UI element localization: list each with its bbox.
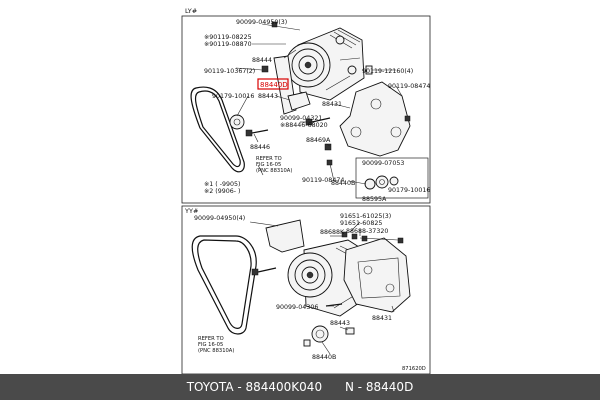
label-90099-04321: 90099-04321 <box>280 115 322 122</box>
legend-line-2: ※2 (9906- ) <box>204 188 241 195</box>
label-90119-08225: ※90119-08225 <box>204 34 252 41</box>
label-88444: 88444 <box>252 57 272 64</box>
label-90119-08474-b: 90119-08474 <box>302 177 344 184</box>
top-section-frame <box>181 15 431 204</box>
catalog-code: 871620D <box>402 366 426 372</box>
label-88440b-top: 88440B <box>331 180 355 187</box>
leader-lines-bottom <box>249 221 399 355</box>
refer-to-bottom-3: (PNC 88310A) <box>198 348 234 354</box>
refer-to-bottom-1: REFER TO <box>198 336 224 342</box>
label-90099-04950-3: 90099-04950(3) <box>236 19 287 26</box>
drive-belt-top <box>190 86 245 173</box>
label-90119-12160: 90119-12160(4) <box>362 68 413 75</box>
label-91651-61025: 91651-61025(3) <box>340 213 391 220</box>
caption-bar: TOYOTA - 884400K040 N - 88440D <box>0 374 600 400</box>
refer-to-top-3: (PNC 88310A) <box>256 168 292 174</box>
label-90119-08474-a: 90119-08474 <box>388 83 430 90</box>
bracket-plate-bottom <box>265 219 305 253</box>
label-88443-top: 88443 <box>258 93 278 100</box>
section-tag-bottom: YY# <box>184 207 198 215</box>
label-90119-08870: ※90119-08870 <box>204 41 252 48</box>
label-90099-04306: 90099-04306 <box>276 304 318 311</box>
label-88440d: 88440D <box>260 81 288 89</box>
label-90179-10016-b: 90179-10016 <box>388 187 430 194</box>
refer-to-top-1: REFER TO <box>256 156 282 162</box>
label-88595a: 88595A <box>362 196 387 203</box>
bracket-88431-bottom <box>343 237 411 313</box>
label-88469a: 88469A <box>306 137 331 144</box>
caption-text: TOYOTA - 884400K040 N - 88440D <box>186 380 414 394</box>
refer-to-bottom-2: FIG 16-05 <box>198 342 223 348</box>
drive-belt-bottom <box>191 235 257 335</box>
label-90099-04950-4: 90099-04950(4) <box>194 215 245 222</box>
label-88446-68020: ※88446-68020 <box>280 122 328 129</box>
refer-to-top-2: FIG 16-05 <box>256 162 281 168</box>
label-88446: 88446 <box>250 144 270 151</box>
compressor-top <box>285 27 365 101</box>
leader-lines-top <box>235 23 403 185</box>
tensioner-arm-top <box>261 55 311 115</box>
legend-line-1: ※1 ( -9905) <box>204 181 241 188</box>
label-88688k: 88688K <box>320 229 345 236</box>
idler-pulley-top <box>229 114 245 130</box>
label-91651-60825: 91651-60825 <box>340 220 382 227</box>
section-tag-top: LY# <box>185 7 197 15</box>
label-88431-bottom: 88431 <box>372 315 392 322</box>
pulley-88440b-bottom <box>303 325 355 347</box>
label-88443-bottom: 88443 <box>330 320 350 327</box>
label-88688-37320: 88688-37320 <box>346 228 388 235</box>
label-90119-10367: 90119-10367(2) <box>204 68 255 75</box>
highlight-box-88440d <box>257 78 289 90</box>
label-88431-top: 88431 <box>322 101 342 108</box>
label-90179-10016-a: 90179-10016 <box>212 93 254 100</box>
label-90099-07053: 90099-07053 <box>362 160 404 167</box>
label-88440b-bottom: 88440B <box>312 354 336 361</box>
